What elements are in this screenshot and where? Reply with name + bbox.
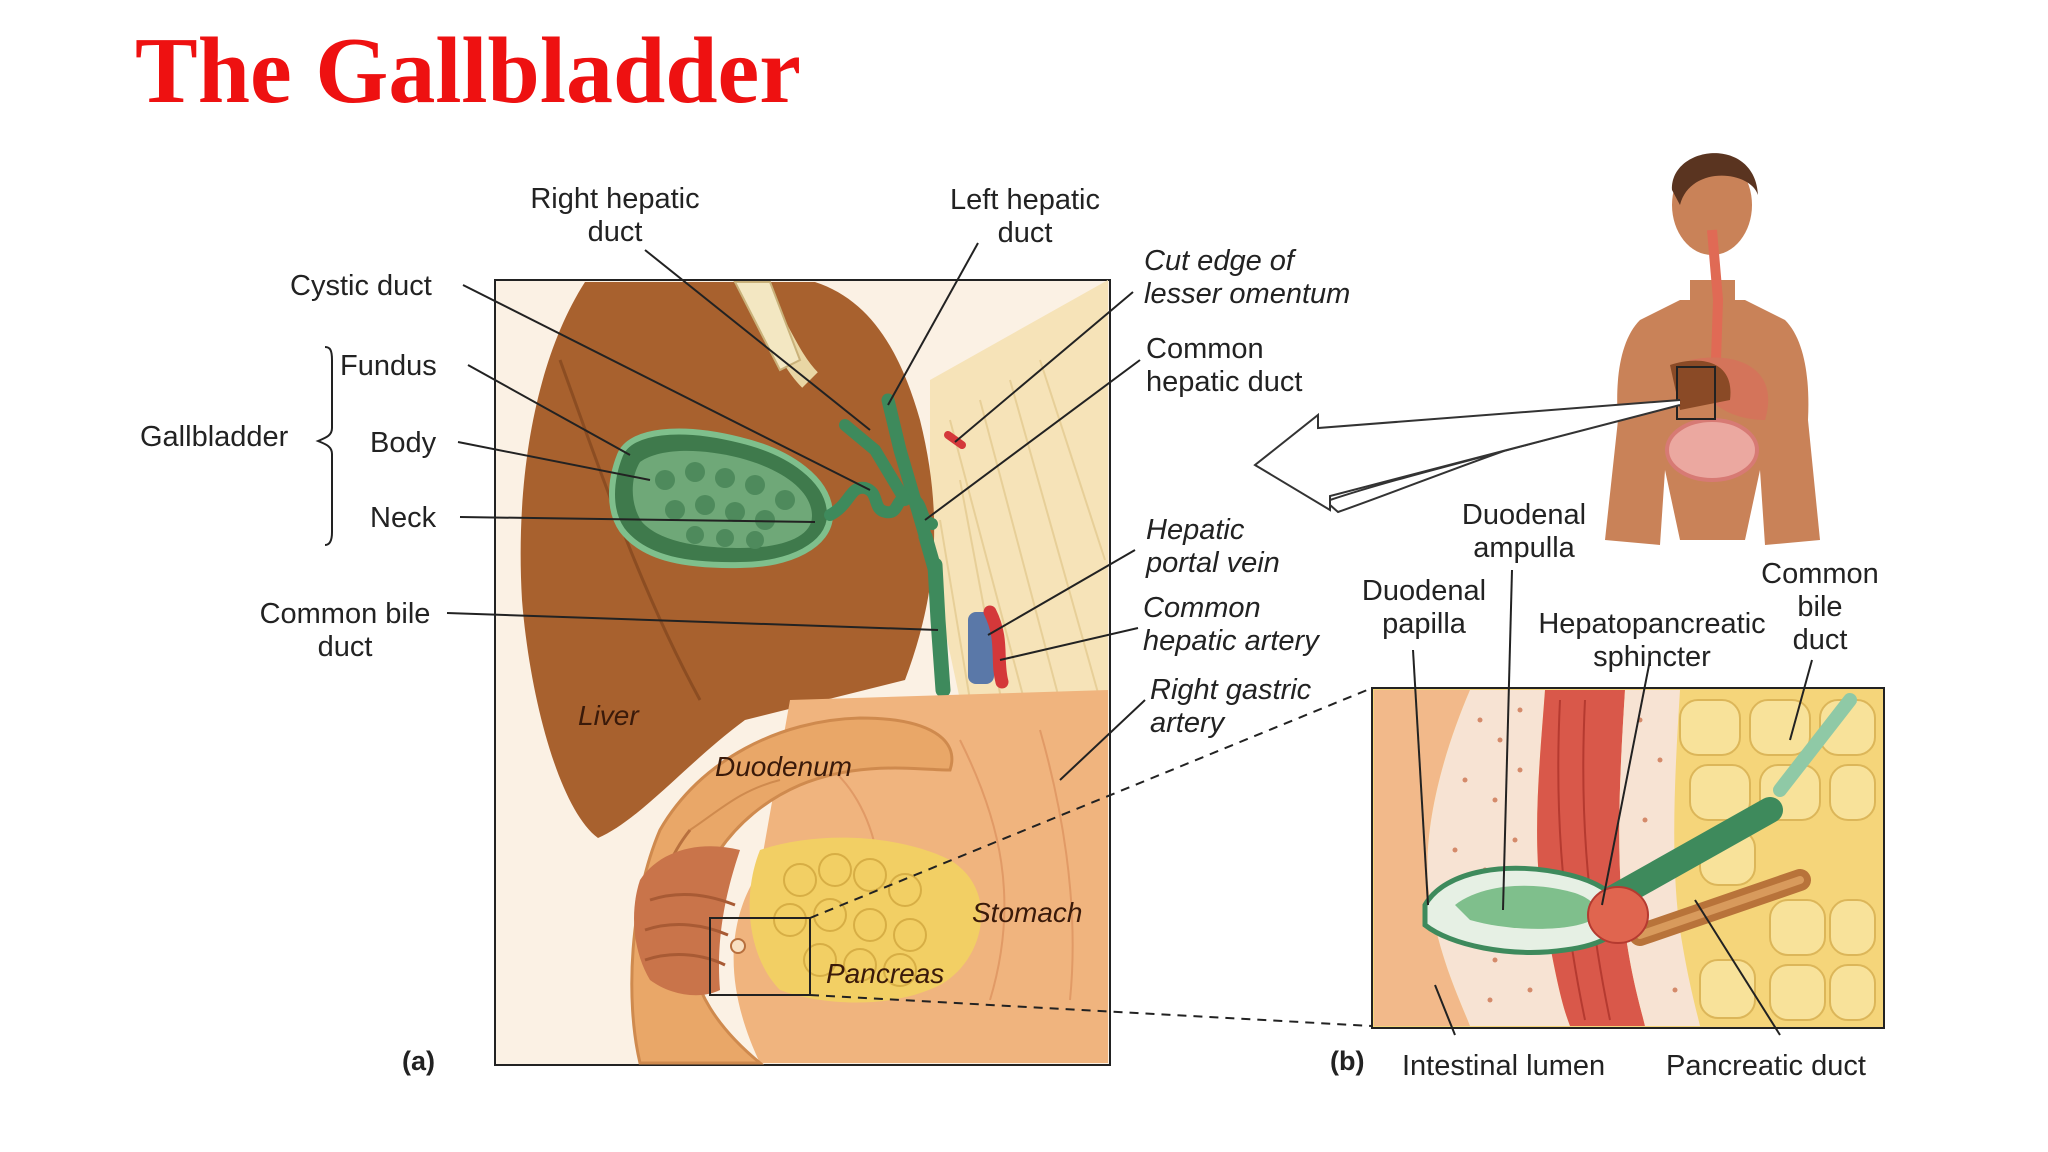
panel-a-tag: (a) bbox=[402, 1046, 435, 1076]
ligament bbox=[733, 281, 802, 372]
label-neck: Neck bbox=[370, 502, 437, 534]
label-fundus: Fundus bbox=[340, 350, 437, 382]
right-hepatic-duct-shape bbox=[839, 419, 911, 506]
label-stomach: Stomach bbox=[972, 897, 1083, 928]
panel-a-illustration bbox=[494, 279, 1111, 1066]
torso-inset bbox=[1253, 153, 1820, 545]
common-bile-duct-shape bbox=[927, 557, 951, 698]
label-pancreas: Pancreas bbox=[826, 958, 944, 989]
panel-b-tag: (b) bbox=[1330, 1046, 1364, 1076]
pancreas-organ bbox=[749, 837, 982, 1003]
panel-b-common-bile-duct bbox=[1773, 693, 1857, 797]
label-cystic-duct: Cystic duct bbox=[290, 270, 432, 302]
hepatic-artery-shape bbox=[983, 605, 1009, 689]
label-body: Body bbox=[370, 427, 437, 459]
label-duodenum: Duodenum bbox=[715, 751, 852, 782]
duodenal-lumen bbox=[634, 846, 740, 996]
label-liver: Liver bbox=[578, 700, 640, 731]
label-gallbladder: Gallbladder bbox=[140, 421, 289, 453]
hepatic-portal-vein-shape bbox=[968, 612, 994, 684]
slide-title: The Gallbladder bbox=[135, 19, 801, 123]
label-intestinal-lumen: Intestinal lumen bbox=[1402, 1050, 1605, 1082]
zoom-box bbox=[709, 917, 811, 996]
label-pancreatic-duct: Pancreatic duct bbox=[1666, 1050, 1866, 1082]
duodenum bbox=[630, 716, 954, 1065]
left-hepatic-duct-shape bbox=[881, 393, 932, 542]
torso-zoom-box bbox=[1676, 366, 1716, 420]
panel-b-illustration bbox=[1371, 687, 1885, 1029]
leader-lines bbox=[315, 242, 1813, 1036]
